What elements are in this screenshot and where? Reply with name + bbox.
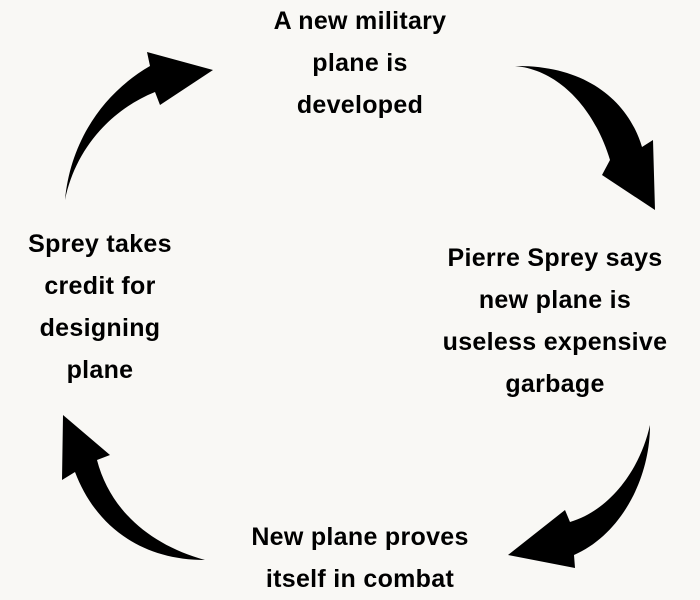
cycle-node-new-plane-developed: A new military plane is developed	[200, 0, 520, 126]
node-line: useless expensive	[442, 328, 668, 356]
cycle-node-sprey-takes-credit: Sprey takes credit for designing plane	[0, 223, 200, 391]
cycle-node-plane-proves-itself: New plane proves itself in combat	[200, 516, 520, 600]
curved-arrow-icon	[515, 65, 655, 211]
node-line: plane	[66, 356, 134, 384]
node-line: garbage	[505, 370, 605, 398]
node-line: developed	[296, 91, 424, 119]
node-line: New plane proves	[251, 523, 469, 551]
curved-arrow-icon	[62, 415, 205, 560]
node-line: Pierre Sprey says	[447, 244, 663, 272]
node-line: designing	[39, 314, 161, 342]
node-line: plane is	[312, 49, 408, 77]
cycle-node-sprey-says-garbage: Pierre Sprey says new plane is useless e…	[405, 237, 700, 405]
curved-arrow-icon	[508, 425, 650, 568]
node-line: new plane is	[478, 286, 632, 314]
curved-arrow-icon	[65, 52, 213, 200]
node-line: Sprey takes	[28, 230, 172, 258]
node-line: itself in combat	[265, 565, 455, 593]
node-line: A new military	[273, 7, 447, 35]
node-line: credit for	[44, 272, 156, 300]
